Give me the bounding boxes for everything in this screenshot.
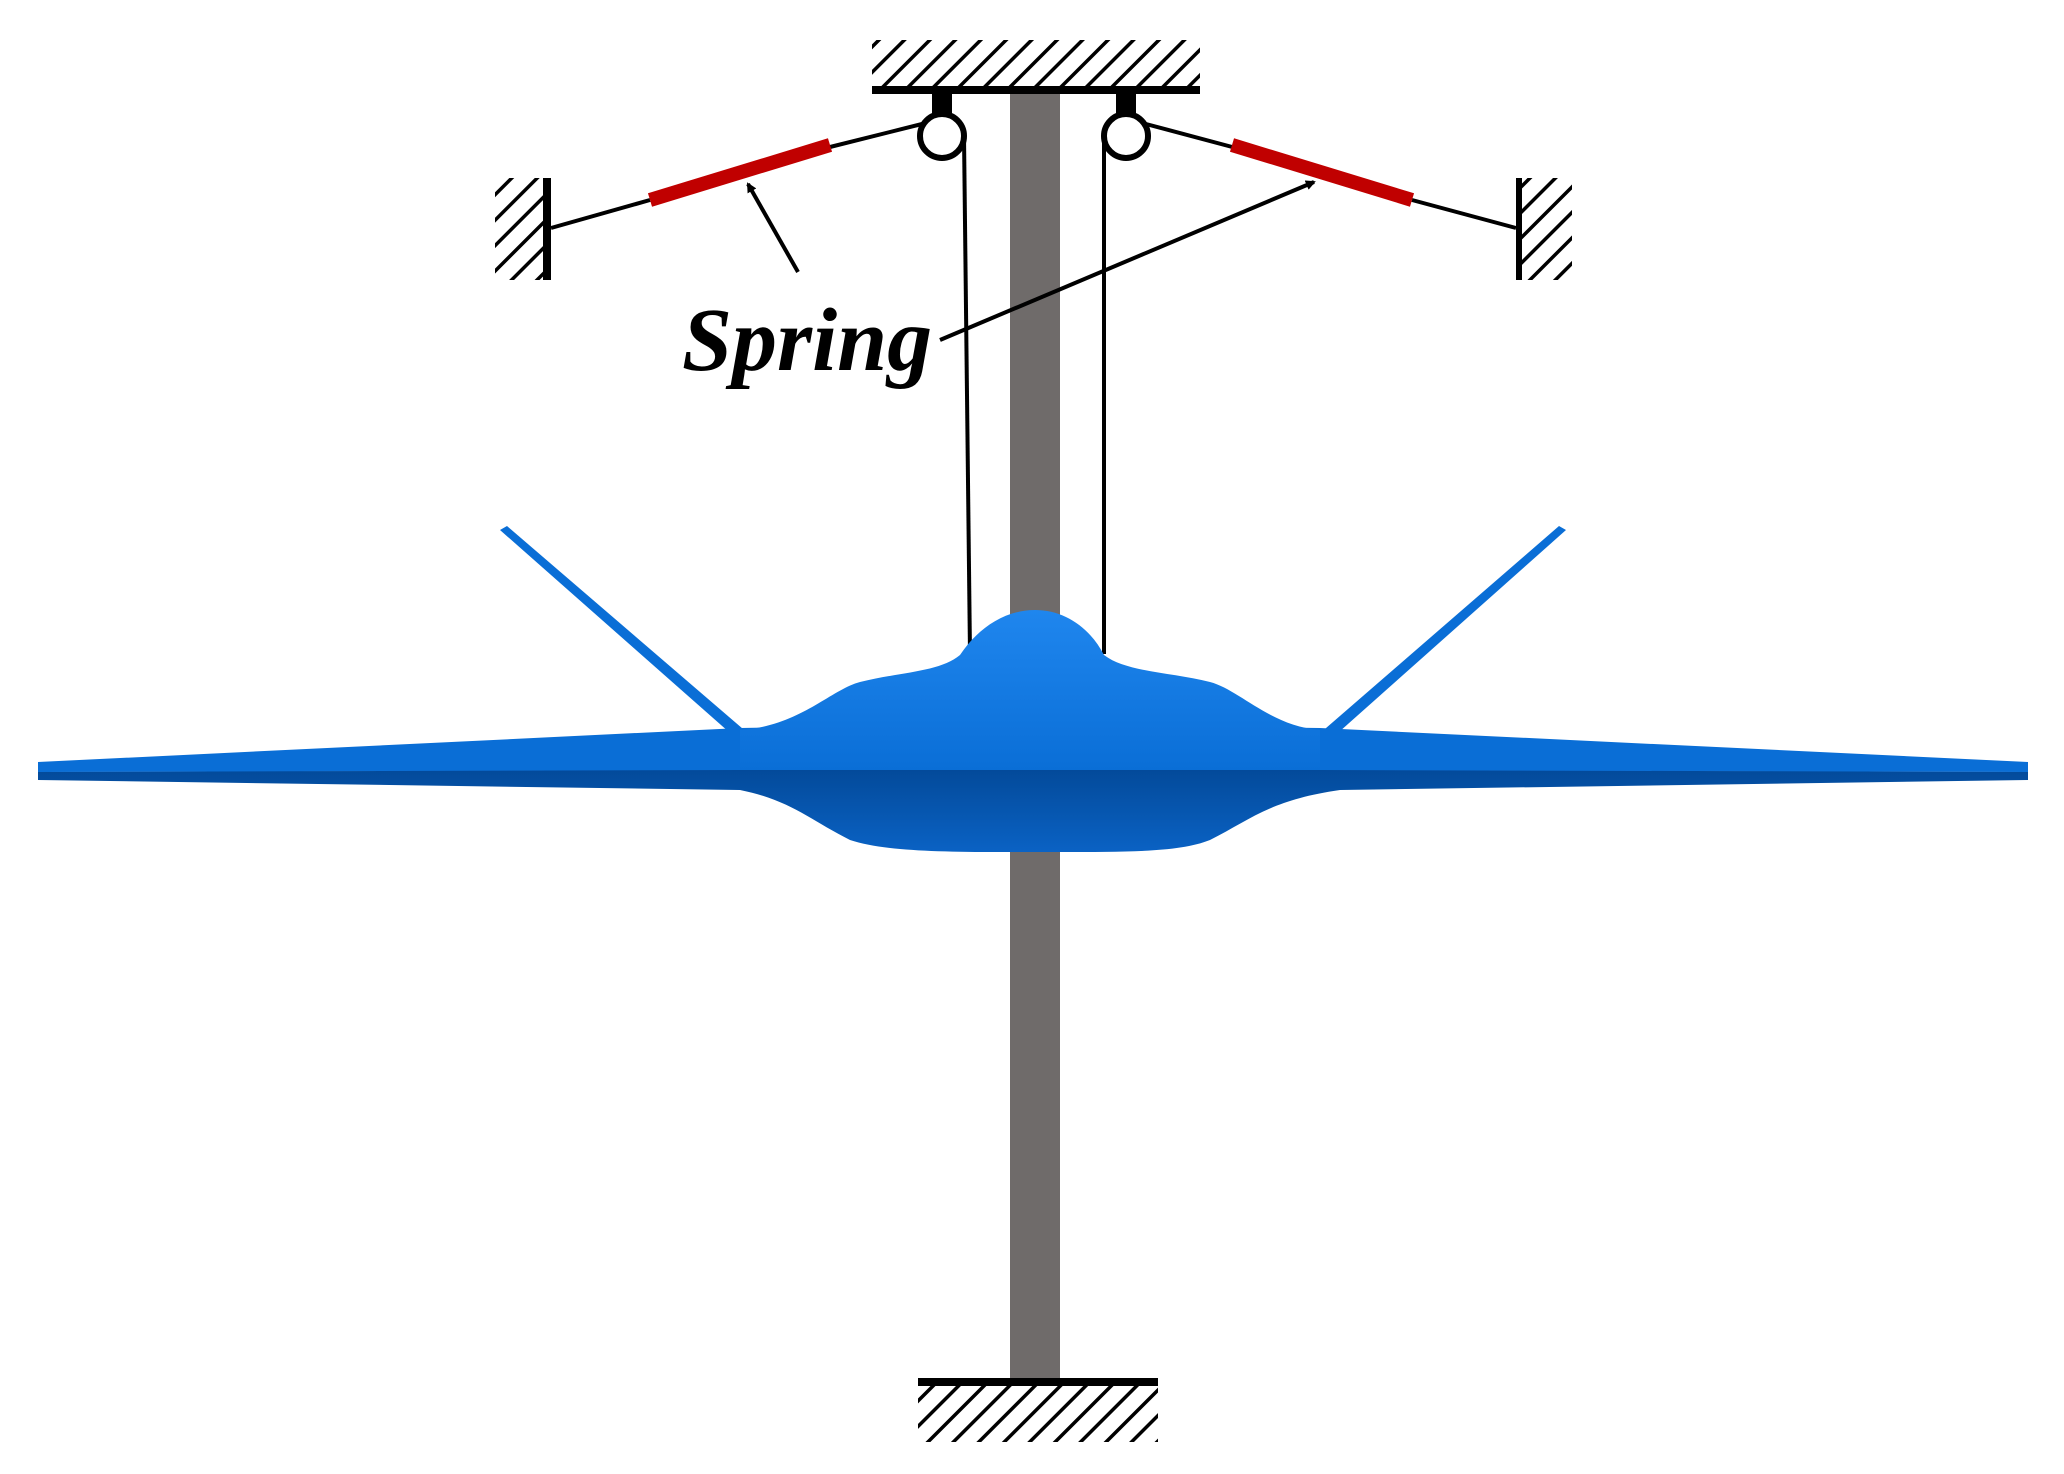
- fuselage-lower: [38, 770, 2028, 852]
- aircraft-model: [38, 526, 2028, 852]
- spring-arrow-right: [939, 180, 1316, 342]
- spring-arrow-left: [746, 182, 800, 273]
- top-ground-support: [872, 40, 1200, 94]
- fuselage-upper: [740, 610, 1320, 772]
- right-tail-fin: [1318, 526, 1566, 740]
- left-tail-fin: [500, 526, 750, 740]
- spring-label: Spring: [682, 291, 932, 390]
- suspension-cables: [550, 122, 1517, 655]
- bottom-ground-support: [918, 1378, 1158, 1442]
- left-spring: [647, 138, 833, 207]
- left-wall-support: [495, 178, 551, 280]
- right-wall-support: [1516, 178, 1572, 280]
- left-pulley: [917, 92, 967, 161]
- right-pulley: [1101, 92, 1151, 161]
- right-spring: [1229, 138, 1415, 207]
